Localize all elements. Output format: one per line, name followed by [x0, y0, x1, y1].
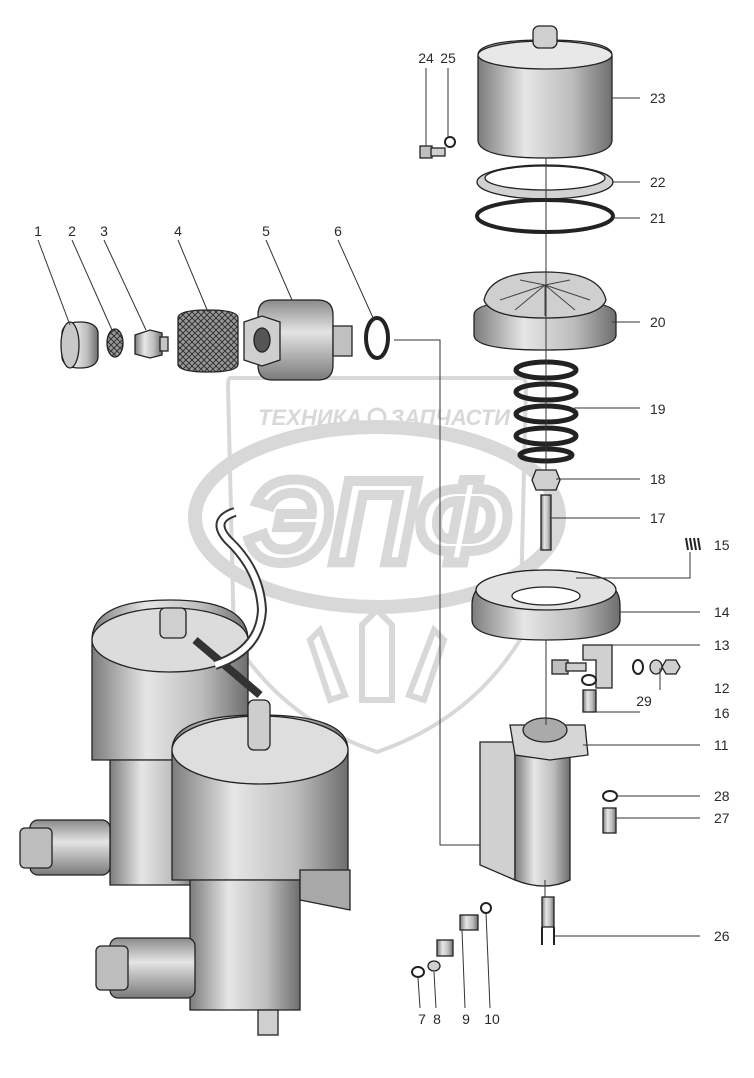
callout-29: 29 [636, 693, 652, 709]
part-6-ring [364, 316, 390, 360]
part-1-cap [60, 321, 99, 369]
assembled-unit-front [95, 699, 351, 1036]
part-26-pin [541, 896, 555, 945]
part-14-drum [471, 569, 621, 641]
callout-labels: 1 2 3 4 5 6 7 8 9 10 11 12 13 14 15 16 1… [34, 50, 730, 1027]
watermark-gear-icon [367, 407, 387, 427]
callout-27: 27 [714, 810, 730, 826]
callout-17: 17 [650, 510, 666, 526]
part-22-ring [476, 164, 614, 200]
part-15-spring-small [685, 537, 701, 551]
part-7-10-small-fittings [411, 902, 492, 978]
callout-25: 25 [440, 50, 456, 66]
callout-21: 21 [650, 210, 666, 226]
callout-5: 5 [262, 223, 270, 239]
callout-1: 1 [34, 223, 42, 239]
part-21-seal [475, 198, 615, 234]
callout-24: 24 [418, 50, 434, 66]
watermark: ТЕХНИКА ЗАПЧАСТИ ЭПФ [188, 376, 566, 755]
callout-13: 13 [714, 637, 730, 653]
watermark-logo: ЭПФ [246, 456, 508, 588]
callout-23: 23 [650, 90, 666, 106]
callout-12: 12 [714, 680, 730, 696]
watermark-text-right: ЗАПЧАСТИ [390, 405, 511, 430]
leader-lines [37, 68, 700, 1009]
callout-22: 22 [650, 174, 666, 190]
callout-6: 6 [334, 223, 342, 239]
part-2-gasket [106, 328, 124, 358]
part-20-diaphragm [473, 271, 617, 351]
callout-4: 4 [174, 223, 182, 239]
callout-28: 28 [714, 788, 730, 804]
callout-7: 7 [418, 1011, 426, 1027]
watermark-wheat-icon [306, 605, 448, 704]
callout-15: 15 [714, 537, 730, 553]
callout-9: 9 [462, 1011, 470, 1027]
callout-16: 16 [714, 705, 730, 721]
callout-8: 8 [433, 1011, 441, 1027]
callout-3: 3 [100, 223, 108, 239]
part-3-fitting [134, 329, 169, 359]
part-29-bolt-washer-nut [551, 659, 681, 675]
part-24-25-bolt-washer [419, 136, 456, 159]
callout-20: 20 [650, 314, 666, 330]
part-28-27-screw [602, 790, 618, 834]
part-11-body [479, 717, 589, 887]
part-16-plug [581, 674, 597, 713]
part-18-nut [531, 469, 561, 491]
part-17-valve-stem [540, 494, 552, 551]
callout-10: 10 [484, 1011, 500, 1027]
part-4-filter-mesh [177, 309, 239, 373]
callout-11: 11 [714, 737, 729, 753]
watermark-text-left: ТЕХНИКА [258, 405, 362, 430]
callout-26: 26 [714, 928, 730, 944]
callout-2: 2 [68, 223, 76, 239]
callout-18: 18 [650, 471, 666, 487]
callout-19: 19 [650, 401, 666, 417]
part-13-bracket [582, 644, 613, 689]
callout-14: 14 [714, 604, 730, 620]
part-5-housing [243, 299, 353, 381]
part-23-cover [477, 25, 613, 159]
